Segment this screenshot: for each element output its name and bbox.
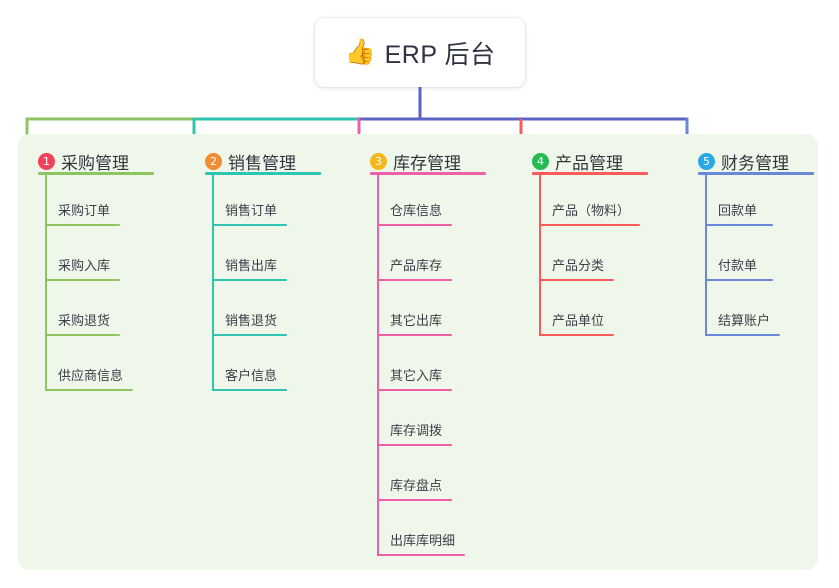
column-spine-1 — [45, 172, 47, 391]
menu-item-rule — [45, 224, 120, 226]
column-rule-1 — [38, 172, 154, 175]
menu-item-rule — [377, 554, 465, 556]
column-spine-5 — [705, 172, 707, 336]
menu-item-rule — [539, 334, 614, 336]
column-rule-4 — [532, 172, 648, 175]
menu-item-label: 库存调拨 — [390, 423, 443, 438]
menu-item-rule — [539, 279, 614, 281]
menu-item[interactable]: 采购退货 — [45, 312, 120, 336]
menu-item-label: 采购入库 — [58, 258, 111, 273]
menu-item-label: 出库库明细 — [390, 533, 456, 548]
menu-item-label: 其它入库 — [390, 368, 443, 383]
menu-item-label: 回款单 — [718, 203, 758, 218]
menu-item-rule — [45, 334, 120, 336]
column-badge-2: 2 — [205, 152, 222, 170]
menu-item[interactable]: 产品库存 — [377, 257, 452, 281]
menu-item-rule — [212, 224, 287, 226]
menu-item-label: 产品（物料） — [552, 203, 631, 218]
menu-item[interactable]: 付款单 — [705, 257, 773, 281]
menu-item-rule — [377, 279, 452, 281]
column-header-3[interactable]: 3 库存管理 — [350, 148, 461, 174]
menu-item[interactable]: 采购入库 — [45, 257, 120, 281]
menu-item-rule — [377, 499, 452, 501]
menu-item-label: 产品单位 — [552, 313, 605, 328]
menu-item-label: 销售出库 — [225, 258, 278, 273]
menu-item-rule — [705, 334, 780, 336]
column-badge-1: 1 — [38, 152, 55, 170]
menu-item-rule — [705, 279, 773, 281]
column-title-2: 销售管理 — [228, 153, 296, 173]
menu-item-rule — [377, 224, 452, 226]
menu-item-rule — [377, 389, 452, 391]
menu-item-rule — [705, 224, 773, 226]
menu-item-label: 销售订单 — [225, 203, 278, 218]
menu-item-rule — [212, 389, 287, 391]
column-title-3: 库存管理 — [393, 153, 461, 173]
column-header-1[interactable]: 1 采购管理 — [18, 148, 129, 174]
column-rule-3 — [370, 172, 486, 175]
menu-item-label: 产品库存 — [390, 258, 443, 273]
menu-item[interactable]: 销售出库 — [212, 257, 287, 281]
column-badge-5: 5 — [698, 152, 715, 170]
menu-item-label: 采购退货 — [58, 313, 111, 328]
menu-item-label: 销售退货 — [225, 313, 278, 328]
menu-item-rule — [212, 334, 287, 336]
menu-item[interactable]: 销售退货 — [212, 312, 287, 336]
column-badge-3: 3 — [370, 152, 387, 170]
menu-item-rule — [212, 279, 287, 281]
column-header-2[interactable]: 2 销售管理 — [185, 148, 296, 174]
menu-item[interactable]: 供应商信息 — [45, 367, 133, 391]
column-title-4: 产品管理 — [555, 153, 623, 173]
menu-item[interactable]: 库存盘点 — [377, 477, 452, 501]
menu-item[interactable]: 库存调拨 — [377, 422, 452, 446]
column-spine-4 — [539, 172, 541, 336]
menu-item[interactable]: 采购订单 — [45, 202, 120, 226]
column-rule-5 — [698, 172, 814, 175]
menu-item[interactable]: 结算账户 — [705, 312, 780, 336]
menu-item[interactable]: 产品单位 — [539, 312, 614, 336]
diagram-panel: 1 采购管理采购订单采购入库采购退货供应商信息 2 销售管理销售订单销售出库销售退货客… — [18, 134, 818, 570]
column-header-5[interactable]: 5 财务管理 — [678, 148, 789, 174]
menu-item[interactable]: 产品（物料） — [539, 202, 640, 226]
root-node-content: 👍 ERP 后台 — [344, 35, 495, 71]
menu-item[interactable]: 出库库明细 — [377, 532, 465, 556]
menu-item-rule — [539, 224, 640, 226]
column-rule-2 — [205, 172, 321, 175]
menu-item[interactable]: 销售订单 — [212, 202, 287, 226]
root-title: ERP 后台 — [384, 40, 496, 69]
menu-item-label: 客户信息 — [225, 368, 278, 383]
menu-item-label: 供应商信息 — [58, 368, 124, 383]
menu-item-rule — [377, 444, 452, 446]
root-node[interactable]: 👍 ERP 后台 — [315, 18, 525, 87]
menu-item-label: 采购订单 — [58, 203, 111, 218]
column-spine-3 — [377, 172, 379, 556]
menu-item[interactable]: 产品分类 — [539, 257, 614, 281]
column-title-5: 财务管理 — [721, 153, 789, 173]
column-title-1: 采购管理 — [61, 153, 129, 173]
menu-item-label: 库存盘点 — [390, 478, 443, 493]
thumbs-up-icon: 👍 — [344, 38, 376, 66]
menu-item[interactable]: 回款单 — [705, 202, 773, 226]
menu-item[interactable]: 仓库信息 — [377, 202, 452, 226]
menu-item-rule — [45, 279, 120, 281]
menu-item[interactable]: 其它入库 — [377, 367, 452, 391]
menu-item[interactable]: 客户信息 — [212, 367, 287, 391]
menu-item-rule — [45, 389, 133, 391]
menu-item-rule — [377, 334, 452, 336]
column-header-4[interactable]: 4 产品管理 — [512, 148, 623, 174]
menu-item-label: 产品分类 — [552, 258, 605, 273]
column-spine-2 — [212, 172, 214, 391]
menu-item-label: 其它出库 — [390, 313, 443, 328]
menu-item-label: 结算账户 — [718, 313, 771, 328]
column-badge-4: 4 — [532, 152, 549, 170]
menu-item-label: 仓库信息 — [390, 203, 443, 218]
menu-item[interactable]: 其它出库 — [377, 312, 452, 336]
menu-item-label: 付款单 — [718, 258, 758, 273]
